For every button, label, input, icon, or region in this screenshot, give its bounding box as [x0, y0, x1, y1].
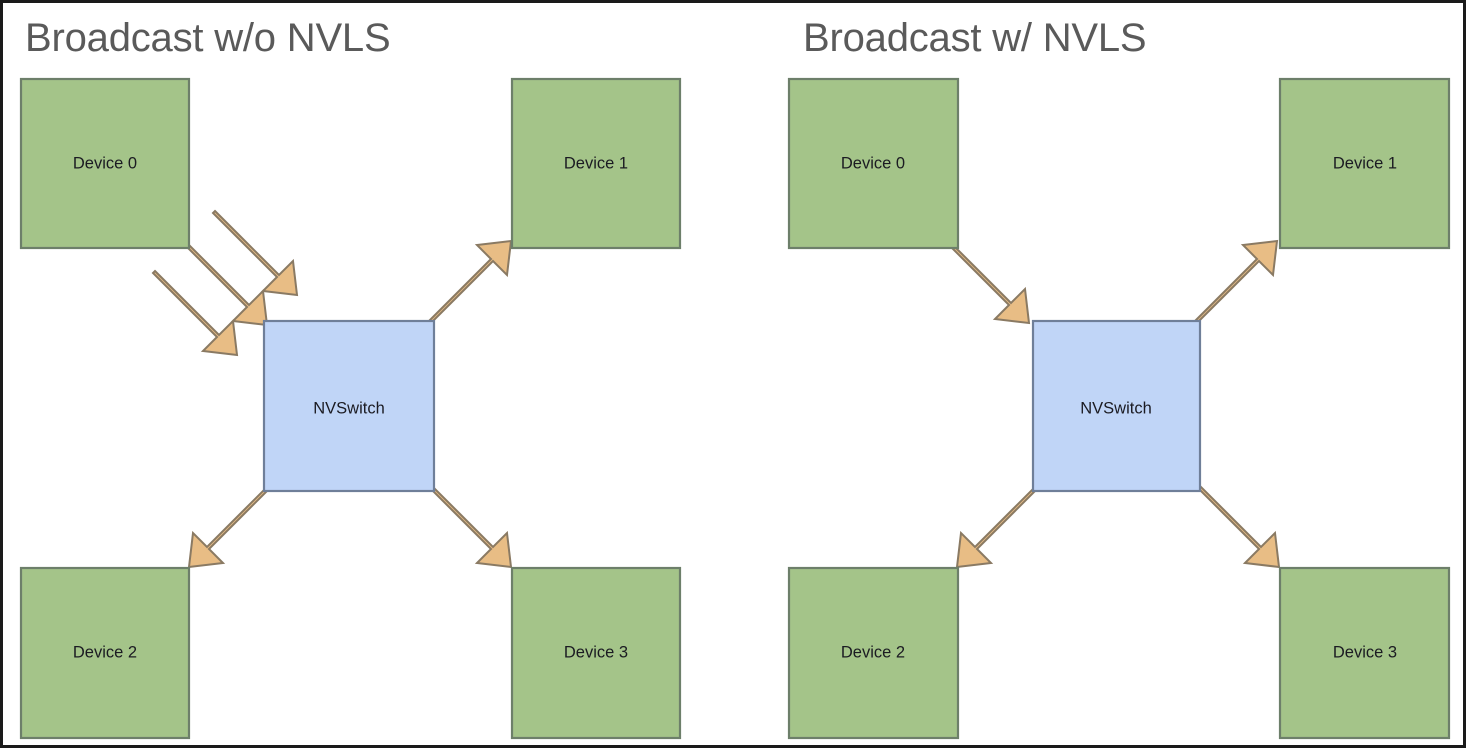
panel-right-title: Broadcast w/ NVLS [803, 16, 1146, 60]
device-label: Device 1 [1333, 154, 1397, 172]
panel-right-nvswitch[interactable]: NVSwitch [1031, 319, 1202, 493]
device-box[interactable] [1278, 77, 1451, 250]
panel-left-device-3[interactable]: Device 3 [510, 566, 682, 740]
device-label: Device 2 [841, 643, 905, 661]
panel-left-title: Broadcast w/o NVLS [25, 16, 390, 60]
device-box[interactable] [787, 566, 960, 740]
arrow-switch-to-device3 [1193, 481, 1281, 569]
arrow-device0-to-switch-lane1 [211, 209, 299, 297]
panel-left-device-0[interactable]: Device 0 [19, 77, 191, 250]
arrow-switch-to-device2 [187, 481, 275, 569]
panel-right-device-1[interactable]: Device 1 [1278, 77, 1451, 250]
arrow-device0-to-switch [943, 237, 1031, 325]
arrow-switch-to-device2 [955, 481, 1043, 569]
panel-left-device-1[interactable]: Device 1 [510, 77, 682, 250]
device-label: Device 1 [564, 154, 628, 172]
panel-left-arrows [151, 209, 513, 569]
device-box[interactable] [510, 566, 682, 740]
arrow-device0-to-switch-lane2 [181, 239, 269, 327]
device-box[interactable] [19, 77, 191, 250]
device-box[interactable] [787, 77, 960, 250]
nvswitch-label: NVSwitch [1080, 399, 1152, 417]
panel-right-device-2[interactable]: Device 2 [787, 566, 960, 740]
broadcast-nvls-comparison-diagram: Broadcast w/o NVLS [19, 16, 1451, 740]
nvswitch-label: NVSwitch [313, 399, 385, 417]
device-label: Device 0 [841, 154, 905, 172]
panel-right-arrows [943, 237, 1281, 569]
nvswitch-box[interactable] [262, 319, 436, 493]
device-label: Device 0 [73, 154, 137, 172]
panel-right-device-0[interactable]: Device 0 [787, 77, 960, 250]
device-box[interactable] [19, 566, 191, 740]
arrow-device0-to-switch-lane3 [151, 269, 239, 357]
panel-left-nvswitch[interactable]: NVSwitch [262, 319, 436, 493]
device-box[interactable] [510, 77, 682, 250]
device-label: Device 3 [564, 643, 628, 661]
panel-right: Broadcast w/ NVLS [787, 16, 1451, 740]
arrow-switch-to-device1 [1191, 239, 1279, 327]
panel-right-device-3[interactable]: Device 3 [1278, 566, 1451, 740]
arrow-switch-to-device3 [425, 481, 513, 569]
device-label: Device 2 [73, 643, 137, 661]
arrow-switch-to-device1 [425, 239, 513, 327]
panel-left-device-2[interactable]: Device 2 [19, 566, 191, 740]
device-label: Device 3 [1333, 643, 1397, 661]
panel-left: Broadcast w/o NVLS [19, 16, 682, 740]
nvswitch-box[interactable] [1031, 319, 1202, 493]
device-box[interactable] [1278, 566, 1451, 740]
